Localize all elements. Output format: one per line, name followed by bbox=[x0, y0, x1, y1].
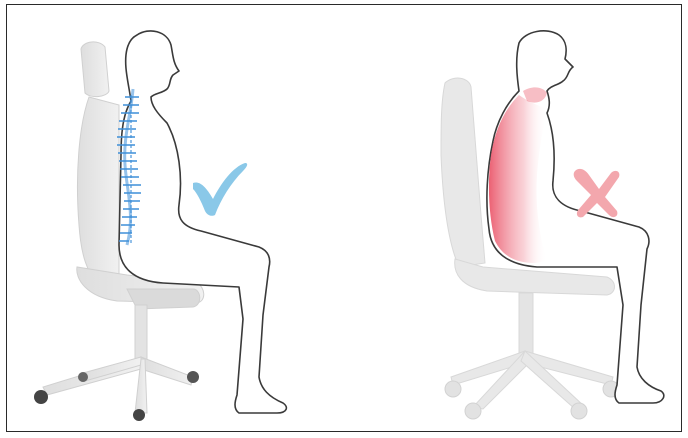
cross-mark-icon bbox=[574, 169, 620, 217]
chair-casters-right bbox=[445, 381, 619, 419]
posture-illustration bbox=[7, 5, 683, 433]
bad-posture-panel bbox=[441, 31, 664, 419]
illustration-frame bbox=[6, 4, 682, 432]
good-posture-panel bbox=[34, 31, 286, 421]
check-mark-icon bbox=[193, 163, 247, 216]
